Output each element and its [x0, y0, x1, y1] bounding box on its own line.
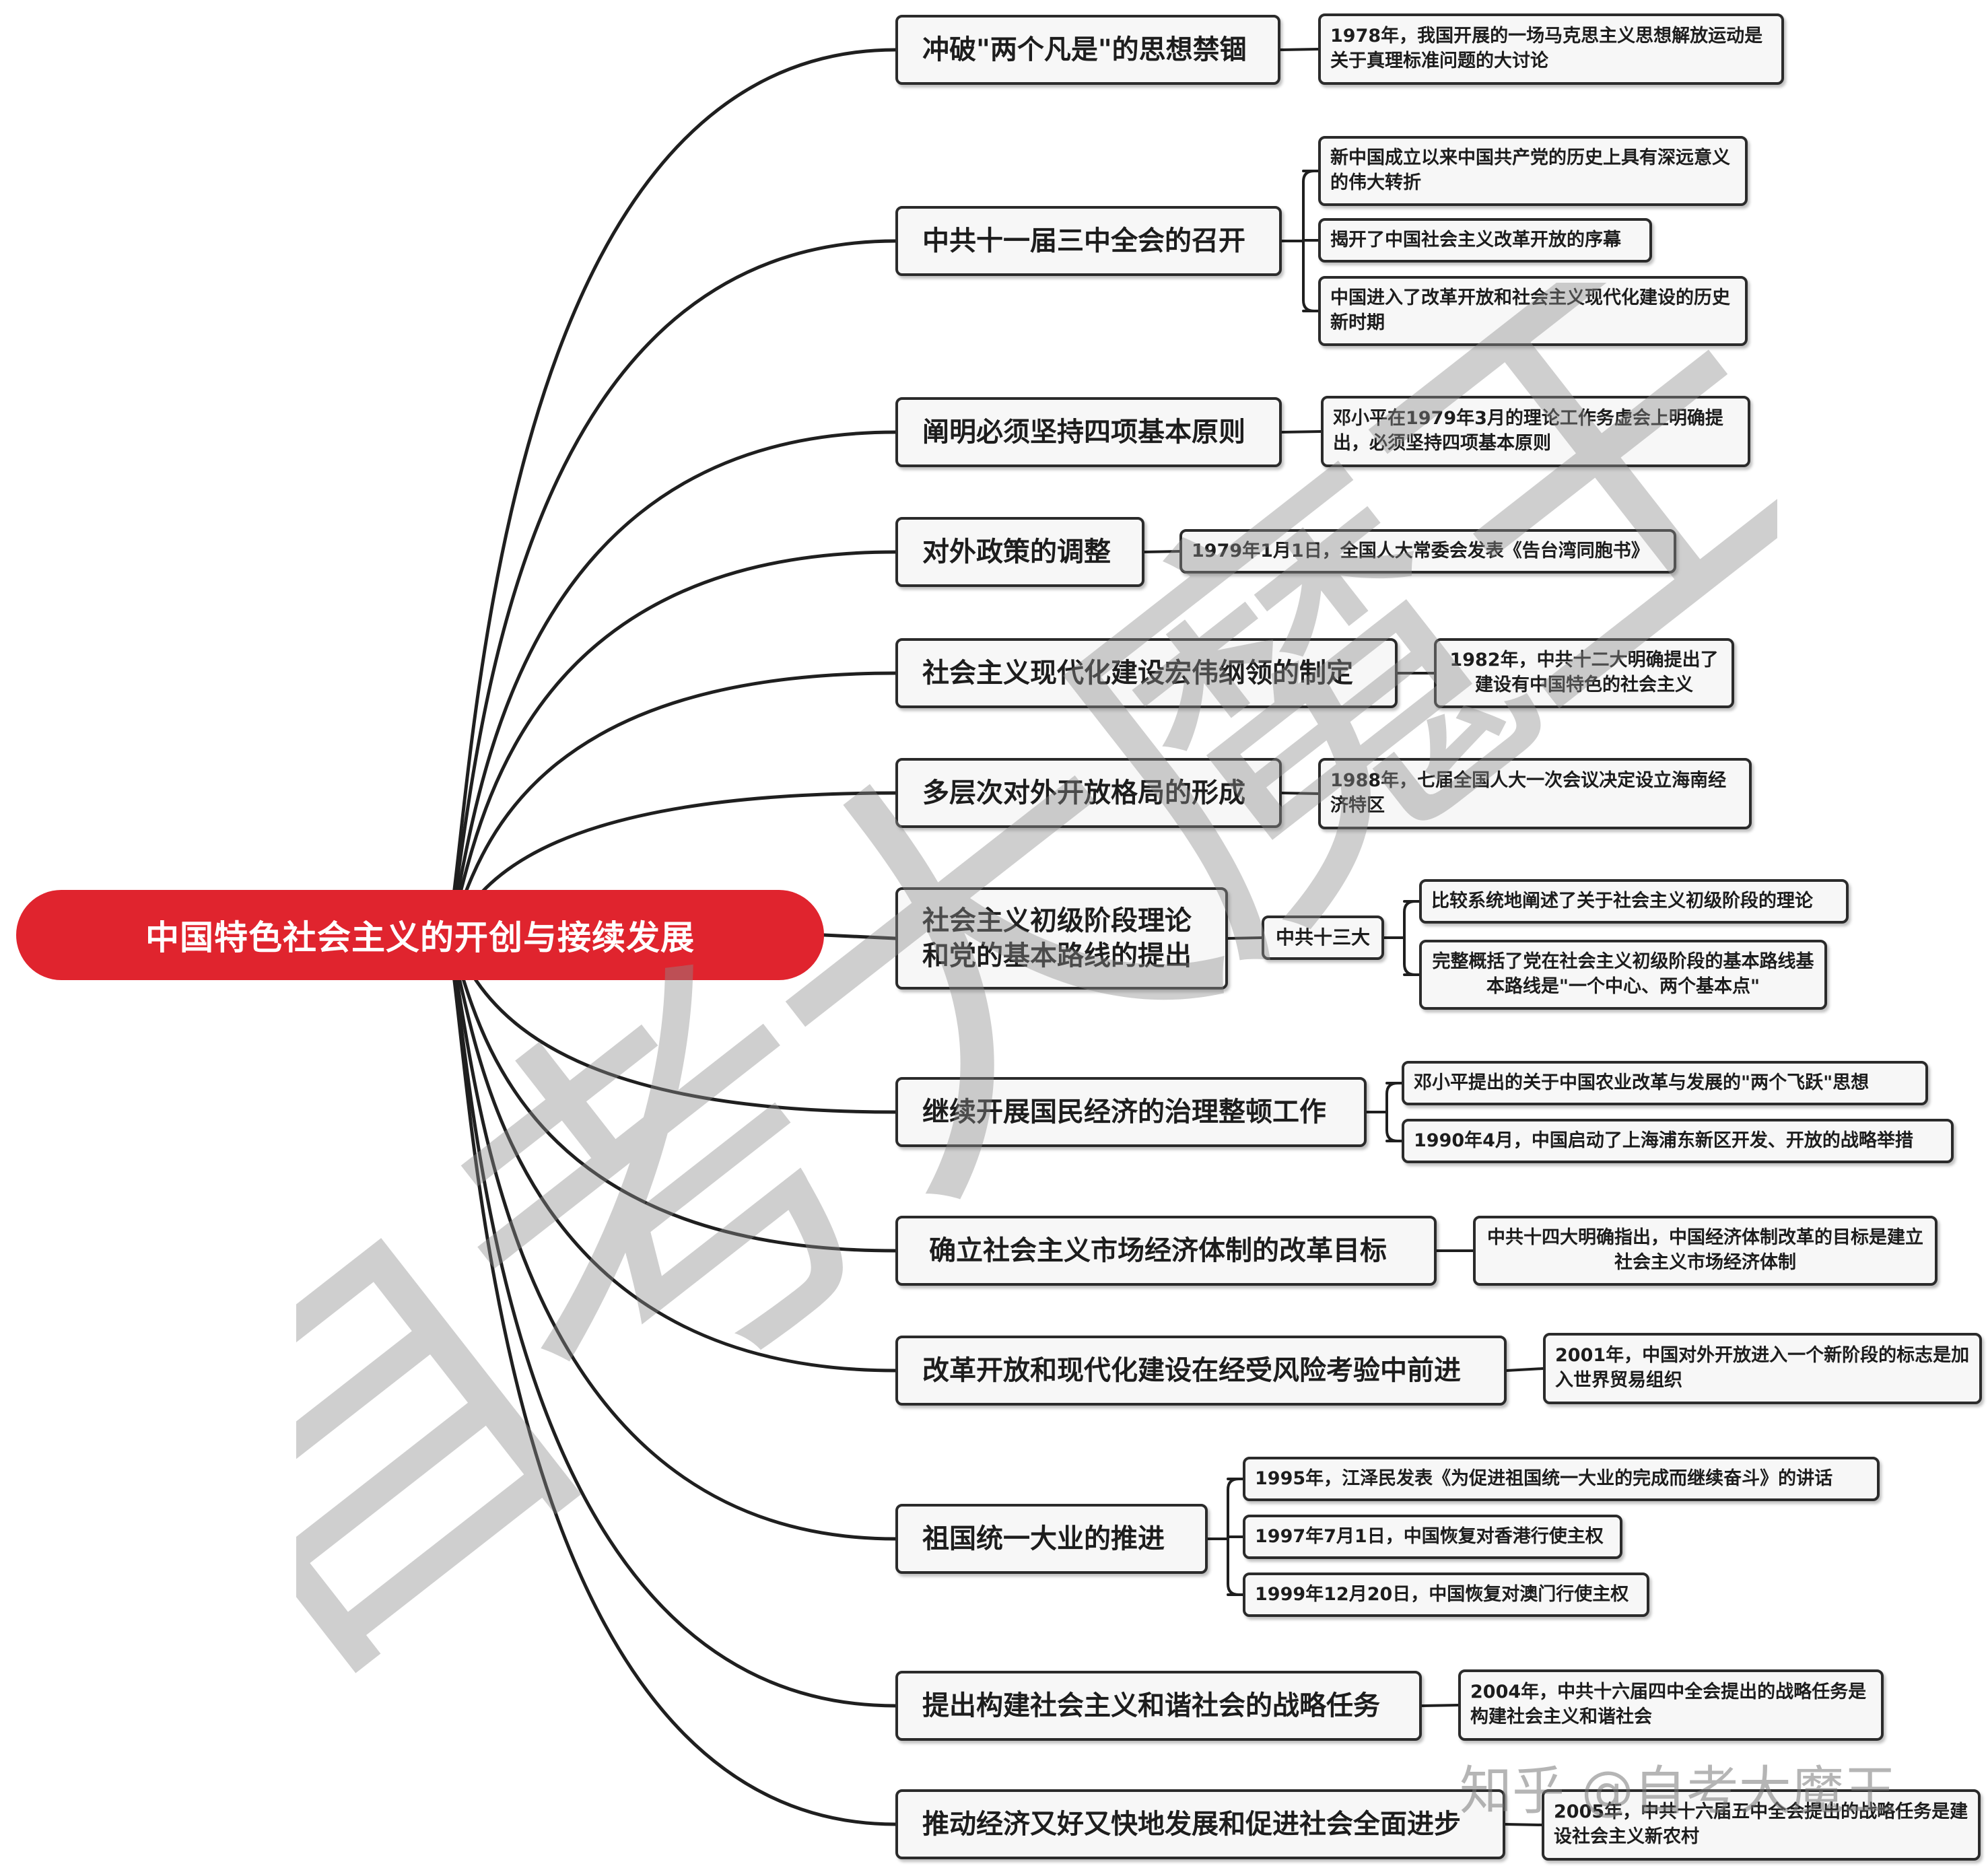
topic-opening-pattern: 多层次对外开放格局的形成 — [895, 758, 1282, 828]
topic-market-economy: 确立社会主义市场经济体制的改革目标 — [895, 1216, 1437, 1286]
trunk-line — [446, 430, 897, 937]
trunk-line — [446, 239, 897, 937]
branch-line — [1505, 1367, 1544, 1372]
root-topic: 中国特色社会主义的开创与接续发展 — [16, 890, 824, 980]
detail-harmonious-society: 2004年，中共十六届四中全会提出的战略任务是构建社会主义和谐社会 — [1458, 1669, 1884, 1741]
topic-risk-challenges: 改革开放和现代化建设在经受风险考验中前进 — [895, 1336, 1507, 1406]
topic-harmonious-society: 提出构建社会主义和谐社会的战略任务 — [895, 1671, 1422, 1741]
topic-primary-stage-theory: 社会主义初级阶段理论和党的基本路线的提出 — [895, 887, 1228, 990]
detail-deng-principles: 邓小平在1979年3月的理论工作务虚会上明确提出，必须坚持四项基本原则 — [1321, 396, 1750, 467]
detail-new-countryside: 2005年，中共十六届五中全会提出的战略任务是建设社会主义新农村 — [1542, 1789, 1981, 1861]
topic-third-plenum: 中共十一届三中全会的召开 — [895, 206, 1282, 276]
detail-hong-kong: 1997年7月1日，中国恢复对香港行使主权 — [1243, 1515, 1622, 1559]
topic-economic-rectification: 继续开展国民经济的治理整顿工作 — [895, 1077, 1367, 1147]
branch-line — [1280, 792, 1319, 795]
topic-comprehensive-progress: 推动经济又好又快地发展和促进社会全面进步 — [895, 1789, 1505, 1859]
detail-reform-prelude: 揭开了中国社会主义改革开放的序幕 — [1318, 218, 1652, 263]
topic-modernization-program: 社会主义现代化建设宏伟纲领的制定 — [895, 638, 1398, 708]
trunk-line — [446, 933, 897, 1826]
detail-wto-entry: 2001年，中国对外开放进入一个新阶段的标志是加入世界贸易组织 — [1543, 1333, 1982, 1404]
detail-taiwan-message: 1979年1月1日，全国人大常委会发表《告台湾同胞书》 — [1179, 529, 1676, 574]
branch-line — [1280, 430, 1322, 434]
detail-primary-stage: 比较系统地阐述了关于社会主义初级阶段的理论 — [1419, 879, 1849, 924]
branch-line — [1420, 1704, 1460, 1707]
topic-ideological-liberation: 冲破"两个凡是"的思想禁锢 — [895, 15, 1280, 85]
trunk-line — [446, 550, 897, 937]
branch-line — [1385, 1082, 1399, 1142]
topic-foreign-policy: 对外政策的调整 — [895, 517, 1144, 587]
detail-great-turning-point: 新中国成立以来中国共产党的历史上具有深远意义的伟大转折 — [1318, 136, 1748, 206]
trunk-line — [446, 933, 897, 1373]
detail-macau: 1999年12月20日，中国恢复对澳门行使主权 — [1243, 1573, 1649, 1617]
detail-jiang-speech: 1995年，江泽民发表《为促进祖国统一大业的完成而继续奋斗》的讲话 — [1243, 1457, 1880, 1501]
mid-thirteenth-congress: 中共十三大 — [1262, 915, 1384, 960]
branch-line — [1504, 1823, 1543, 1826]
detail-hainan-zone: 1988年，七届全国人大一次会议决定设立海南经济特区 — [1318, 758, 1752, 829]
detail-basic-line: 完整概括了党在社会主义初级阶段的基本路线基本路线是"一个中心、两个基本点" — [1419, 940, 1827, 1010]
trunk-line — [822, 933, 897, 940]
detail-two-leaps: 邓小平提出的关于中国农业改革与发展的"两个飞跃"思想 — [1402, 1061, 1928, 1105]
detail-twelfth-congress: 1982年，中共十二大明确提出了建设有中国特色的社会主义 — [1434, 638, 1734, 708]
detail-fourteenth-congress: 中共十四大明确指出，中国经济体制改革的目标是建立社会主义市场经济体制 — [1473, 1216, 1938, 1286]
trunk-line — [446, 933, 897, 1541]
topic-four-principles: 阐明必须坚持四项基本原则 — [895, 397, 1282, 467]
branch-line — [1143, 550, 1181, 553]
detail-pudong: 1990年4月，中国启动了上海浦东新区开发、开放的战略举措 — [1402, 1119, 1954, 1163]
branch-line — [1403, 900, 1416, 976]
topic-reunification: 祖国统一大业的推进 — [895, 1504, 1208, 1574]
detail-truth-criterion-debate: 1978年，我国开展的一场马克思主义思想解放运动是关于真理标准问题的大讨论 — [1318, 13, 1784, 85]
branch-line — [1279, 48, 1319, 51]
trunk-line — [446, 48, 897, 937]
watermark-credit: 知乎 @自考大魔王 — [1460, 1761, 1896, 1822]
detail-new-period: 中国进入了改革开放和社会主义现代化建设的历史新时期 — [1318, 276, 1748, 346]
